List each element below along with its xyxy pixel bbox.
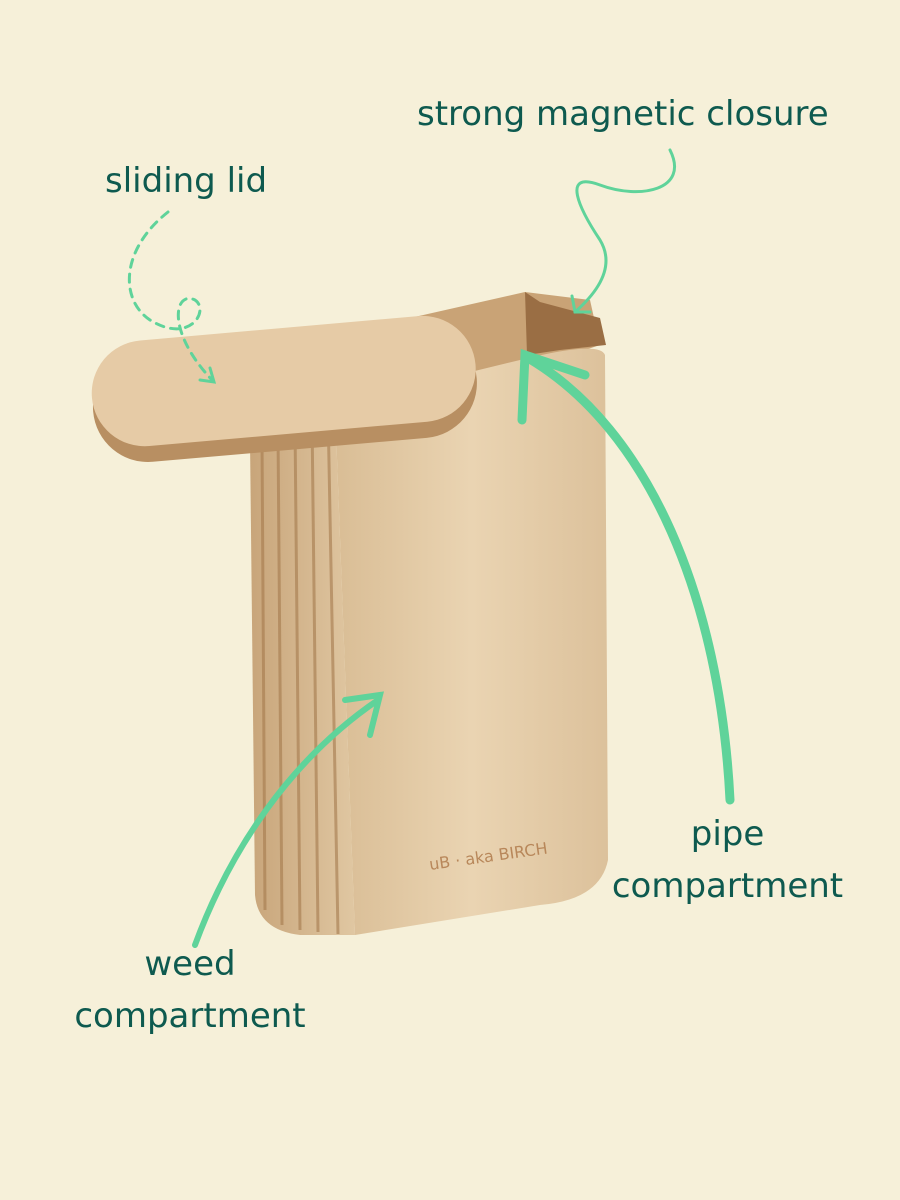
- weed-label-line1: weed: [144, 944, 236, 984]
- pipe-compartment-label: pipe compartment: [610, 808, 845, 912]
- annotation-arrows: [127, 148, 735, 948]
- pipe-label-line1: pipe: [690, 814, 765, 854]
- weed-label-line2: compartment: [74, 996, 306, 1036]
- sliding-lid-label: sliding lid: [105, 161, 268, 201]
- pipe-label-line2: compartment: [611, 866, 844, 906]
- weed-compartment-label: weed compartment: [70, 938, 310, 1042]
- magnet-arrow: [573, 148, 677, 314]
- pipe-arrow: [523, 353, 735, 805]
- weed-arrow: [192, 697, 381, 948]
- wooden-box: uB · aka BIRCH: [250, 292, 608, 936]
- lid-arrow: [127, 210, 214, 382]
- magnetic-closure-label: strong magnetic closure: [417, 94, 829, 134]
